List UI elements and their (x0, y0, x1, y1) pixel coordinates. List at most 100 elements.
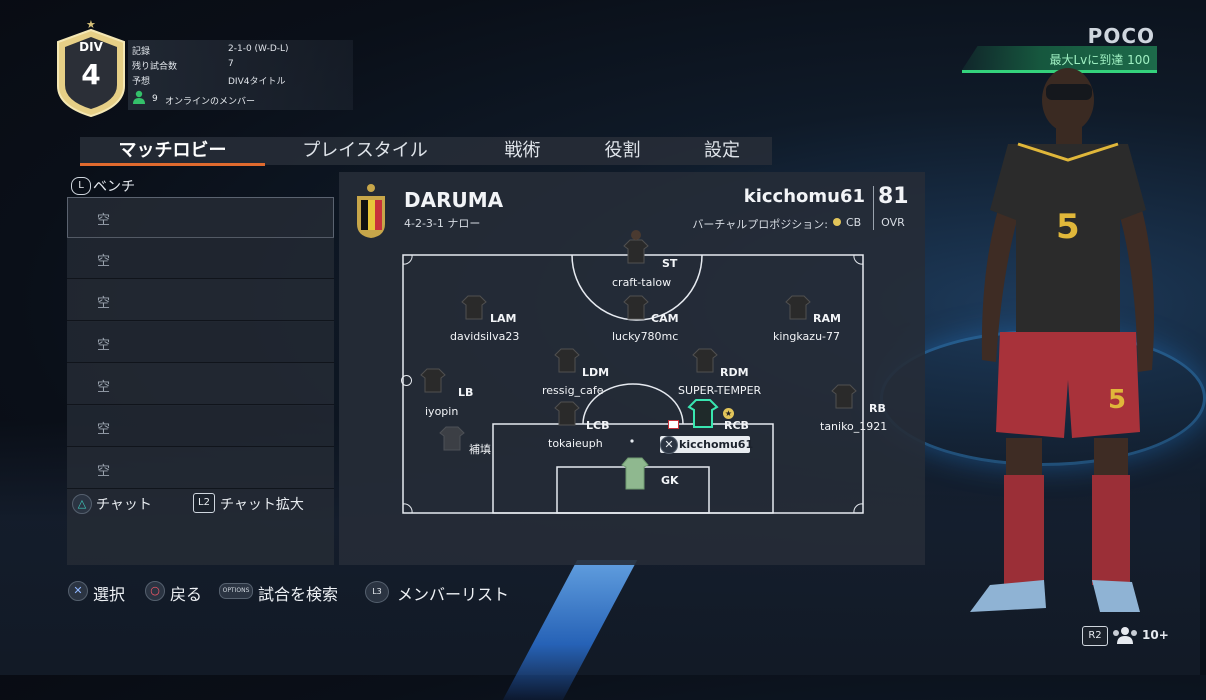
captain-star-icon: ★ (723, 408, 734, 419)
division-label: DIV (79, 40, 103, 54)
record-value: 2-1-0 (W-D-L) (228, 44, 289, 54)
tab-match-lobby[interactable]: マッチロビー (118, 140, 227, 161)
player-name-label: taniko_1921 (820, 420, 888, 433)
bench-slot-label: 空 (97, 422, 111, 437)
people-count: 10+ (1142, 628, 1169, 642)
svg-text:5: 5 (1108, 385, 1126, 415)
options-button-icon: OPTIONS (219, 583, 253, 599)
team-crest-icon (357, 184, 385, 238)
tab-settings[interactable]: 設定 (704, 140, 740, 161)
select-label[interactable]: 選択 (93, 585, 126, 604)
bench-selection-frame (67, 197, 334, 238)
bench-title: ベンチ (93, 179, 135, 195)
tab-roles[interactable]: 役割 (604, 140, 641, 161)
virtual-position-label: バーチャルプロポジション: (692, 218, 828, 231)
prediction-value: DIV4タイトル (228, 77, 286, 87)
player-position: LAM (490, 312, 517, 325)
bench-slot[interactable]: 空 (67, 406, 334, 447)
chat-label[interactable]: チャット (96, 497, 152, 513)
player-name-label: tokaieuph (548, 437, 603, 450)
player-shirt-icon[interactable] (420, 367, 446, 393)
bench-slot-label: 空 (97, 464, 111, 479)
bench-slot[interactable]: 空 (67, 364, 334, 405)
position-dot-icon (833, 218, 841, 226)
goalkeeper-shirt-icon[interactable] (621, 455, 649, 491)
bench-slot-label: 空 (97, 338, 111, 353)
tab-playstyle[interactable]: プレイスタイル (302, 140, 428, 161)
cross-button-icon: ✕ (68, 581, 88, 601)
player-shirt-ghost-icon[interactable] (439, 425, 465, 451)
player-shirt-icon[interactable] (554, 400, 580, 426)
user-name: kicchomu61 (743, 186, 865, 207)
back-label[interactable]: 戻る (170, 585, 203, 604)
player-shirt-icon[interactable] (623, 294, 649, 320)
headset-icon (401, 375, 412, 386)
remaining-value: 7 (228, 59, 234, 69)
bench-slot-label: 空 (97, 380, 111, 395)
people-icon (1113, 627, 1137, 644)
l-button-icon: L (71, 177, 91, 195)
ovr-value: 81 (878, 184, 909, 209)
tabs-bar (80, 137, 772, 165)
player-name-label: iyopin (425, 405, 459, 418)
player-position: RAM (813, 312, 841, 325)
chat-expand-label[interactable]: チャット拡大 (220, 497, 304, 513)
bench-slot[interactable]: 空 (67, 280, 334, 321)
flag-icon (668, 420, 679, 429)
online-label: オンラインのメンバー (165, 97, 256, 107)
team-name: DARUMA (404, 188, 504, 212)
player-name-label: ressig_cafe (542, 384, 604, 397)
svg-text:5: 5 (1056, 207, 1080, 247)
circle-button-icon: ○ (145, 581, 165, 601)
tab-tactics[interactable]: 戦術 (504, 140, 541, 161)
player-shirt-icon[interactable] (692, 347, 718, 373)
player-avatar: 5 5 (970, 68, 1154, 612)
bench-slot[interactable]: 空 (67, 448, 334, 489)
star-icon: ★ (86, 18, 96, 31)
player-position: CAM (651, 312, 679, 325)
player-shirt-icon[interactable] (461, 294, 487, 320)
player-position: RB (869, 402, 886, 415)
player-shirt-icon[interactable] (554, 347, 580, 373)
division-badge (57, 28, 125, 118)
record-key: 記録 (132, 47, 151, 57)
virtual-position: CB (846, 216, 862, 229)
bench-slot[interactable]: 空 (67, 322, 334, 363)
player-position: LCB (586, 419, 610, 432)
triangle-button-icon: △ (72, 494, 92, 514)
r2-button-icon: R2 (1082, 626, 1108, 646)
player-name-label: lucky780mc (612, 330, 679, 343)
member-list-label[interactable]: メンバーリスト (397, 585, 510, 604)
player-shirt-icon[interactable] (623, 230, 649, 264)
player-name-label: kingkazu-77 (773, 330, 841, 343)
record-panel (128, 40, 353, 110)
bench-slot[interactable]: 空 (67, 238, 334, 279)
player-position: RCB (724, 419, 749, 432)
formation: 4-2-3-1 ナロー (404, 217, 481, 230)
player-position: ST (662, 257, 678, 270)
cross-button-icon: ✕ (660, 436, 678, 454)
ovr-divider (873, 186, 874, 230)
search-match-label[interactable]: 試合を検索 (258, 585, 339, 604)
player-position: LB (458, 386, 474, 399)
selected-player-tag (660, 436, 750, 453)
player-position: RDM (720, 366, 749, 379)
player-name-label: SUPER-TEMPER (678, 384, 762, 397)
player-position: GK (661, 474, 679, 487)
max-level-banner (962, 46, 1157, 70)
player-name-label: kicchomu61 (679, 438, 754, 451)
division-number: 4 (81, 58, 101, 91)
online-count: 9 (152, 94, 158, 104)
player-position: LDM (582, 366, 610, 379)
fill-label: 補填 (469, 443, 491, 456)
player-shirt-icon[interactable] (831, 383, 857, 409)
prediction-key: 予想 (132, 77, 151, 87)
player-shirt-icon[interactable] (785, 294, 811, 320)
bench-slot-label: 空 (97, 213, 111, 228)
bench-slot-label: 空 (97, 296, 111, 311)
player-name-label: craft-talow (612, 276, 672, 289)
max-level-text: 最大Lvに到達 100 (1049, 53, 1150, 67)
player-name-label: davidsilva23 (450, 330, 520, 343)
player-shirt-selected-icon[interactable] (687, 397, 719, 429)
remaining-key: 残り試合数 (132, 62, 178, 72)
